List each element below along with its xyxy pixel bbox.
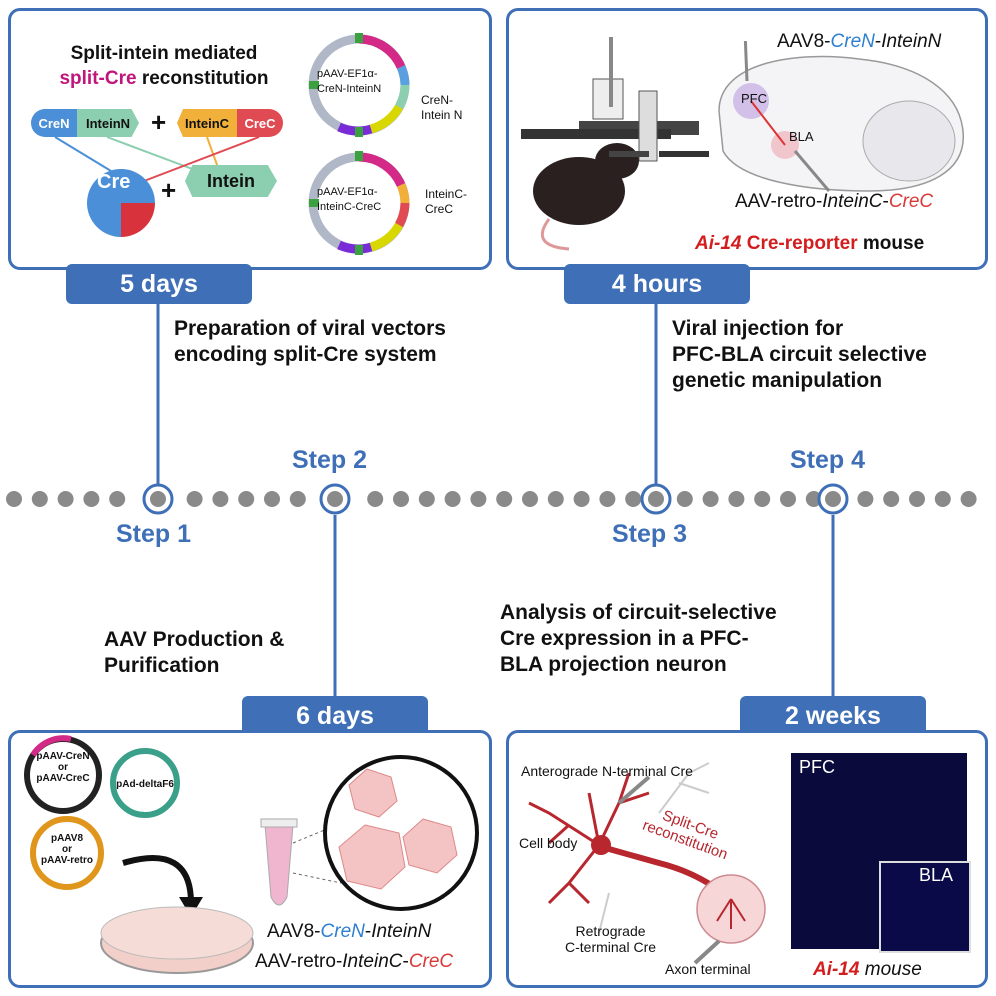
plasmid-c-ring (30, 816, 104, 890)
production-illustration (24, 735, 479, 974)
panel3-mouse-label: Ai-14 Cre-reporter mouse (695, 233, 925, 254)
panel-step4: Anterograde N-terminal Cre Cell body Spl… (506, 730, 988, 988)
timeline-dot (393, 491, 409, 507)
tube (264, 824, 294, 906)
step1-description: Preparation of viral vectors encoding sp… (174, 317, 446, 366)
timeline-dot (109, 491, 126, 507)
duration-tab-step4: 2 weeks (740, 696, 926, 736)
plasmid-1 (308, 33, 410, 137)
cell-body (591, 835, 611, 855)
plasmid-b-ring (110, 748, 180, 818)
timeline-dot (367, 491, 384, 507)
plus-sign-1: + (151, 107, 167, 137)
timeline-dot (83, 491, 100, 507)
timeline-dot (909, 491, 925, 507)
plasmid-2 (308, 151, 410, 255)
timeline-dot (573, 491, 590, 507)
panel1-title: Split-intein mediated split-Cre reconsti… (59, 43, 269, 89)
step2-node-dot (327, 491, 343, 507)
timeline-dot (754, 491, 771, 507)
panel3-virus2-label: AAV-retro-InteinC-CreC (735, 191, 934, 212)
timeline-dot (264, 491, 280, 507)
panel-step1: Split-intein mediated split-Cre reconsti… (8, 8, 492, 270)
bla-image-label: BLA (919, 865, 954, 885)
timeline-dot (960, 491, 977, 507)
timeline-dot (444, 491, 461, 507)
panel3-virus1-label: AAV8-CreN-InteinN (777, 31, 942, 52)
step4-label: Step 4 (790, 446, 866, 474)
step2-label: Step 2 (292, 446, 368, 474)
timeline-dot (186, 491, 203, 507)
cre-creN-half (87, 169, 121, 203)
timeline-dot (57, 491, 74, 507)
pill-intein: Intein (185, 165, 277, 197)
panel3-bla-label: BLA (789, 129, 814, 144)
timeline-dot (702, 491, 719, 507)
timeline-dot (625, 491, 642, 507)
cell-body-label: Cell body (519, 835, 578, 851)
duration-tab-step1: 5 days (66, 264, 252, 304)
timeline-dot (496, 491, 513, 507)
panel-step3: AAV8-CreN-InteinN PFC BLA AAV-retro-Inte… (506, 8, 988, 270)
timeline-dot (547, 491, 564, 507)
duration-tab-step2: 6 days (242, 696, 428, 736)
plus-sign-2: + (161, 175, 177, 205)
pill-inteinC: InteinC (177, 109, 237, 137)
neuron-illustration (528, 762, 766, 965)
plasmid-b-label: pAd-deltaF6 (116, 779, 174, 790)
timeline-dot (289, 491, 306, 507)
step3-description: Viral injection for PFC-BLA circuit sele… (672, 317, 927, 392)
timeline-dots (6, 491, 977, 507)
pill-creC: CreC (237, 109, 283, 137)
timeline-dot (6, 491, 22, 507)
axon-terminal-label: Axon terminal (665, 961, 751, 977)
step4-description: Analysis of circuit-selective Cre expres… (500, 601, 777, 676)
timeline-dot (418, 491, 435, 507)
step1-label: Step 1 (116, 520, 192, 548)
plasmid1-insert-label: CreN- Intein N (421, 93, 463, 122)
step3-label: Step 3 (612, 520, 688, 548)
pfc-image-label: PFC (799, 757, 835, 777)
anterograde-label: Anterograde N-terminal Cre (521, 763, 693, 779)
panel4-mouse-label: Ai-14 mouse (813, 959, 922, 980)
plasmid-c-label: pAAV8 or pAAV-retro (40, 833, 94, 866)
timeline-dot (934, 491, 951, 507)
result-cre-label: Cre (97, 171, 131, 193)
duration-tab-step3: 4 hours (564, 264, 750, 304)
plasmid-a-label: pAAV-CreN or pAAV-CreC (36, 751, 90, 784)
step4-node-dot (825, 491, 841, 507)
timeline-dot (780, 491, 796, 507)
timeline-dot (857, 491, 874, 507)
timeline-dot (599, 491, 616, 507)
timeline-dot (883, 491, 900, 507)
timeline-dot (212, 491, 229, 507)
plasmid1-label: pAAV-EF1α- CreN-InteinN (317, 68, 382, 95)
retrograde-label: Retrograde C-terminal Cre (565, 923, 657, 955)
timeline-dot (522, 491, 538, 507)
plasmid2-label: pAAV-EF1α- InteinC-CreC (317, 186, 382, 213)
panel-step2: pAAV-CreN or pAAV-CreC pAd-deltaF6 pAAV8… (8, 730, 492, 988)
timeline-dot (676, 491, 693, 507)
step2-description: AAV Production & Purification (104, 628, 285, 677)
step1-node-dot (150, 491, 166, 507)
virion-zoom-circle (323, 755, 479, 911)
plasmid2-insert-label: InteinC- CreC (425, 187, 468, 216)
cre-creC-half (121, 203, 155, 237)
step3-node-dot (648, 491, 664, 507)
bla-fluorescence-image (879, 861, 971, 953)
timeline-dot (31, 491, 48, 507)
stereotaxic-mouse-illustration (521, 37, 709, 251)
timeline-dot (805, 491, 822, 507)
timeline-dot (728, 491, 745, 507)
panel2-virus1-label: AAV8-CreN-InteinN (267, 921, 432, 942)
timeline-dot (238, 491, 255, 507)
reconstitution-lines (54, 136, 260, 237)
panel2-virus2-label: AAV-retro-InteinC-CreC (255, 951, 454, 972)
pill-inteinN: InteinN (77, 109, 139, 137)
brain-sagittal-illustration (718, 41, 964, 192)
pill-creN: CreN (31, 109, 77, 137)
panel3-pfc-label: PFC (741, 91, 767, 106)
timeline-dot (470, 491, 487, 507)
